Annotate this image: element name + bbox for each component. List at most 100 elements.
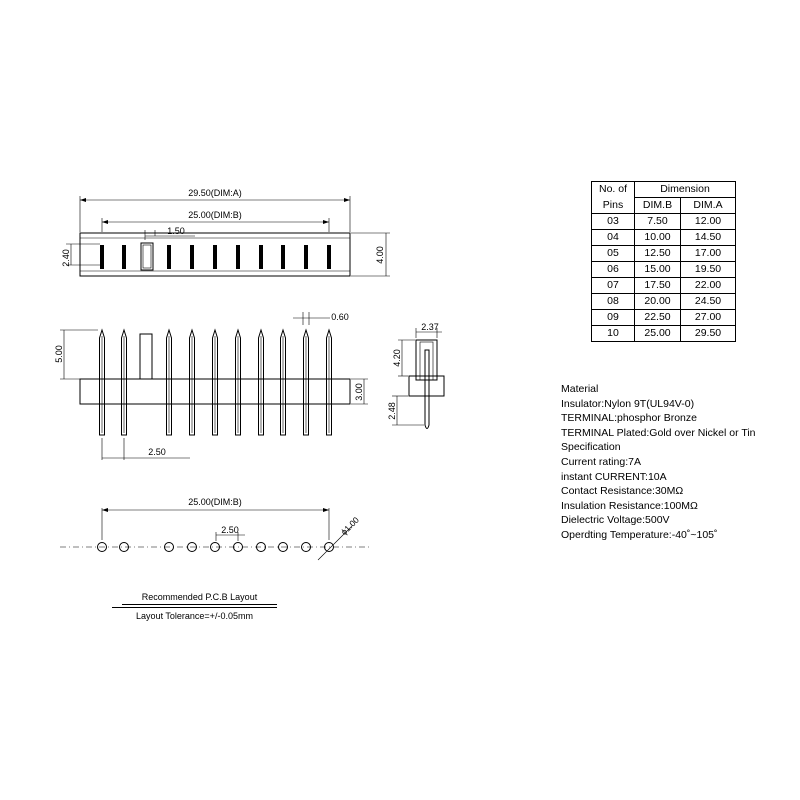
table-cell-b: 17.50: [634, 277, 681, 294]
top-pin: [213, 245, 217, 269]
pcb-span: 25.00(DIM:B): [188, 497, 242, 507]
top-overall-length: 29.50(DIM:A): [188, 188, 242, 198]
material-plating: TERMINAL Plated:Gold over Nickel or Tin: [561, 426, 756, 439]
pcb-hole-circle: [97, 542, 107, 552]
top-pin: [236, 245, 240, 269]
side-pin: [235, 328, 241, 436]
top-pin: [281, 245, 285, 269]
top-height-left: 2.40: [61, 249, 71, 267]
material-spec: Material Insulator:Nylon 9T(UL94V-0) TER…: [561, 382, 796, 543]
table-cell-pins: 10: [591, 325, 635, 342]
table-cell-b: 22.50: [634, 309, 681, 326]
pcb-caption-tolerance: Layout Tolerance=+/-0.05mm: [112, 607, 277, 621]
top-pin: [167, 245, 171, 269]
table-cell-b: 7.50: [634, 213, 681, 230]
pcb-hole-circle: [324, 542, 334, 552]
pcb-holes: [97, 542, 334, 552]
side-pin: [303, 328, 309, 436]
table-cell-a: 27.00: [680, 309, 736, 326]
table-cell-b: 12.50: [634, 245, 681, 262]
top-pin: [327, 245, 331, 269]
col-pins-line1: No. of: [591, 181, 635, 198]
top-pin: [190, 245, 194, 269]
table-cell-b: 15.00: [634, 261, 681, 278]
table-cell-pins: 06: [591, 261, 635, 278]
pcb-pitch: 2.50: [221, 525, 239, 535]
table-cell-a: 24.50: [680, 293, 736, 310]
pcb-hole-circle: [256, 542, 266, 552]
pcb-hole-circle: [210, 542, 220, 552]
material-terminal: TERMINAL:phosphor Bronze: [561, 412, 697, 425]
end-width: 2.37: [421, 322, 439, 332]
spec-current: Current rating:7A: [561, 455, 641, 468]
table-cell-pins: 03: [591, 213, 635, 230]
top-pin: [100, 245, 104, 269]
spec-temperature: Operdting Temperature:-40˚~105˚: [561, 528, 718, 541]
spec-dielectric: Dielectric Voltage:500V: [561, 514, 670, 527]
side-body-height: 3.00: [354, 383, 364, 401]
side-pin-width: 0.60: [331, 312, 349, 322]
top-pitch: 1.50: [167, 226, 185, 236]
table-cell-a: 17.00: [680, 245, 736, 262]
table-cell-b: 10.00: [634, 229, 681, 246]
table-cell-b: 25.00: [634, 325, 681, 342]
pcb-hole-circle: [164, 542, 174, 552]
pcb-caption: Recommended P.C.B Layout Layout Toleranc…: [112, 592, 277, 621]
top-key-slot: [140, 242, 154, 271]
spec-instant: instant CURRENT:10A: [561, 470, 667, 483]
table-cell-pins: 07: [591, 277, 635, 294]
side-pin: [212, 328, 218, 436]
table-subheader-row: Pins DIM.B DIM.A: [591, 197, 736, 214]
side-pin: [326, 328, 332, 436]
col-dim-b: DIM.B: [634, 197, 681, 214]
spec-contact: Contact Resistance:30MΩ: [561, 485, 684, 498]
end-upper: 4.20: [392, 349, 402, 367]
end-view-housing: [408, 375, 445, 397]
pcb-hole: ϕ1.00: [339, 515, 361, 537]
material-heading: Material: [561, 383, 599, 395]
end-lower: 2.48: [387, 402, 397, 420]
top-key-inner: [142, 244, 152, 269]
pcb-hole-circle: [278, 542, 288, 552]
pcb-hole-circle: [119, 542, 129, 552]
col-pins-line2: Pins: [591, 197, 635, 214]
top-pin: [122, 245, 126, 269]
col-dimension: Dimension: [634, 181, 736, 198]
side-pin: [121, 328, 127, 436]
side-pin: [189, 328, 195, 436]
pcb-hole-circle: [301, 542, 311, 552]
top-view-body: [79, 232, 351, 277]
table-cell-pins: 09: [591, 309, 635, 326]
table-cell-a: 22.00: [680, 277, 736, 294]
table-cell-a: 29.50: [680, 325, 736, 342]
table-cell-pins: 04: [591, 229, 635, 246]
side-pin: [280, 328, 286, 436]
side-view: 0.60 5.00 3.00 2.50: [54, 312, 368, 460]
col-dim-a: DIM.A: [680, 197, 736, 214]
pcb-layout: 25.00(DIM:B) 2.50 ϕ1.00: [60, 497, 372, 561]
side-pin-above: 5.00: [54, 345, 64, 363]
material-insulator: Insulator:Nylon 9T(UL94V-0): [561, 397, 695, 410]
side-pin: [258, 328, 264, 436]
pcb-hole-circle: [233, 542, 243, 552]
top-pin-span: 25.00(DIM:B): [188, 210, 242, 220]
side-view-pins: [99, 328, 332, 436]
table-cell-b: 20.00: [634, 293, 681, 310]
table-cell-pins: 08: [591, 293, 635, 310]
pcb-caption-title: Recommended P.C.B Layout: [122, 592, 277, 605]
spec-insulation: Insulation Resistance:100MΩ: [561, 499, 698, 512]
table-cell-a: 19.50: [680, 261, 736, 278]
top-view-pins: [100, 242, 331, 271]
side-pitch: 2.50: [148, 447, 166, 457]
